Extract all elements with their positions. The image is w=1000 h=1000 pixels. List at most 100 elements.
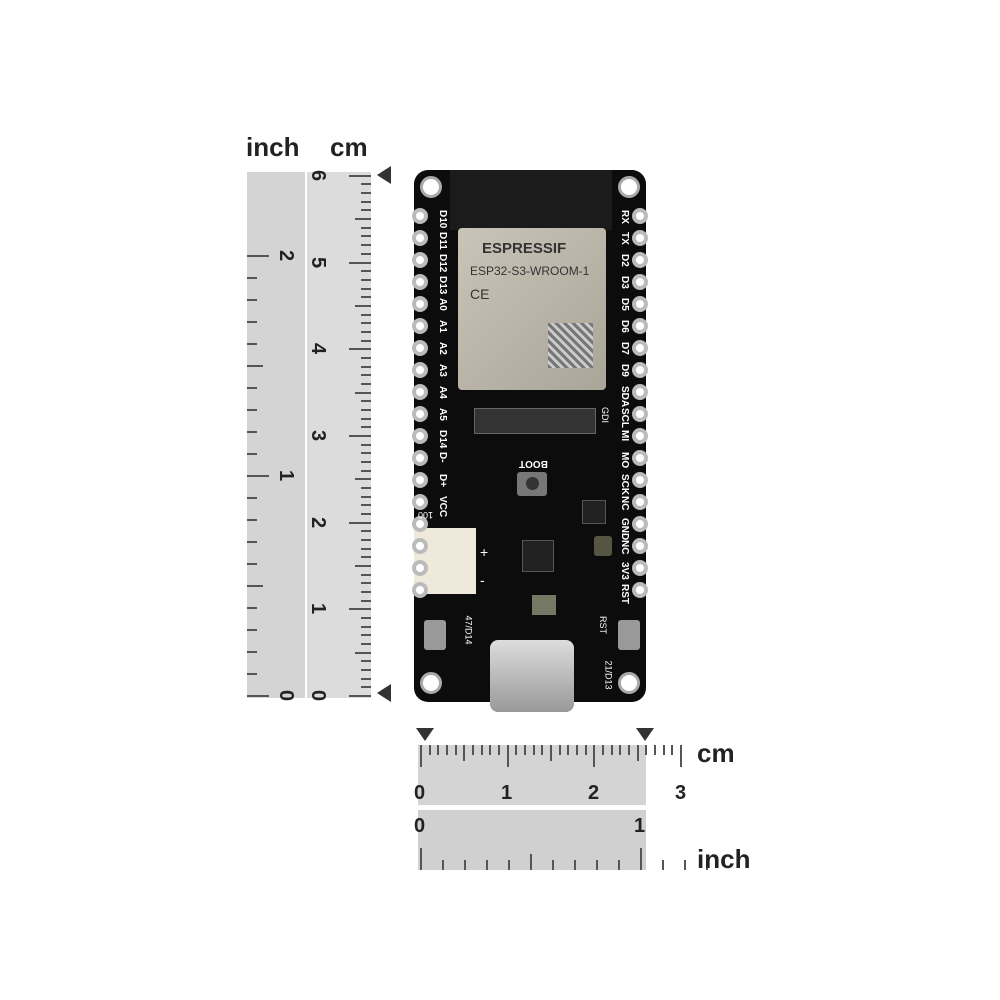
pin-hole [412, 296, 428, 312]
ruler-tick [506, 745, 509, 767]
pin-hole [412, 230, 428, 246]
ruler-tick [361, 382, 371, 385]
ruler-tick [361, 642, 371, 645]
ruler-tick [361, 426, 371, 429]
module-brand: ESPRESSIF [482, 240, 567, 257]
pin-hole [412, 406, 428, 422]
ruler-tick [640, 848, 642, 870]
pin-hole [632, 472, 648, 488]
ruler-tick [662, 860, 664, 870]
pin-hole [632, 362, 648, 378]
pin-hole [632, 450, 648, 466]
ruler-tick [361, 209, 371, 212]
pin-label: D11 [437, 232, 448, 250]
triangle-marker-icon [416, 728, 434, 741]
ruler-tick [574, 860, 576, 870]
wifi-module: ESPRESSIF ESP32-S3-WROOM-1 CE [458, 228, 606, 390]
mounting-hole [420, 176, 442, 198]
module-model: ESP32-S3-WROOM-1 [470, 264, 590, 278]
ruler-tick [361, 469, 371, 472]
ruler-tick [489, 745, 492, 755]
ruler-tick [361, 339, 371, 342]
pin-label: A0 [437, 298, 448, 311]
ruler-tick [361, 192, 371, 195]
ruler-tick [247, 387, 257, 389]
pin-label: A2 [437, 342, 448, 355]
ruler-tick [361, 235, 371, 238]
pin-label: D12 [437, 254, 448, 273]
ruler-tick [361, 660, 371, 663]
ruler-tick [361, 486, 371, 489]
cm-tick-label: 4 [307, 343, 330, 355]
ruler-tick [361, 495, 371, 498]
pin-hole [412, 516, 428, 532]
ruler-tick [361, 313, 371, 316]
ruler-tick [437, 745, 440, 755]
ruler-tick [247, 519, 257, 521]
pin-hole [412, 274, 428, 290]
ruler-tick [247, 585, 263, 587]
ruler-tick [361, 573, 371, 576]
ce-mark: CE [470, 286, 490, 302]
pin-hole [632, 516, 648, 532]
ruler-tick [361, 270, 371, 273]
gdi-label: GDI [600, 406, 611, 424]
ruler-tick [361, 460, 371, 463]
ruler-tick [247, 541, 257, 543]
pin-hole [632, 384, 648, 400]
ruler-tick [361, 417, 371, 420]
boot-button[interactable] [517, 472, 547, 496]
ruler-tick [247, 651, 257, 653]
pin-label: D14 [437, 430, 448, 449]
pin-label: D- [437, 452, 448, 463]
ruler-tick [472, 745, 475, 755]
pin-hole [632, 252, 648, 268]
ruler-tick [584, 745, 587, 755]
ruler-tick [654, 745, 657, 755]
pin-label: NC [619, 496, 630, 511]
pin-hole [412, 318, 428, 334]
ruler-tick [552, 860, 554, 870]
pin-label: VCC [437, 496, 448, 518]
pin-hole [412, 538, 428, 554]
ruler-tick [361, 226, 371, 229]
ruler-tick [428, 745, 431, 755]
usb-c-port[interactable] [490, 640, 574, 712]
ruler-tick [480, 745, 483, 755]
ruler-tick [361, 686, 371, 689]
pin-hole [632, 428, 648, 444]
ruler-tick [355, 478, 371, 481]
pin-hole [412, 340, 428, 356]
pin-label: D2 [619, 254, 630, 267]
ruler-tick [662, 745, 665, 755]
resistor-label: 100 [418, 510, 434, 520]
pin-hole [632, 274, 648, 290]
ruler-tick [361, 556, 371, 559]
ruler-tick [247, 453, 257, 455]
ruler-tick [706, 860, 708, 870]
ruler-tick [361, 616, 371, 619]
ruler-tick [361, 538, 371, 541]
pin-hole [632, 538, 648, 554]
ruler-tick [349, 695, 371, 697]
ruler-tick [361, 374, 371, 377]
ruler-tick [361, 599, 371, 602]
cm-tick-label: 3 [675, 782, 687, 804]
ruler-tick [247, 255, 269, 257]
inch-tick-label: 0 [275, 689, 298, 702]
inch-tick-label: 1 [634, 815, 646, 837]
pin-hole [412, 450, 428, 466]
triangle-marker-icon [636, 728, 654, 741]
cm-tick-label: 3 [307, 429, 330, 441]
triangle-marker-icon [377, 684, 391, 702]
side-button[interactable] [424, 620, 446, 650]
ruler-tick [636, 745, 639, 761]
reset-button[interactable] [618, 620, 640, 650]
inch-tick-label: 1 [275, 469, 298, 482]
cm-tick-label: 0 [307, 689, 330, 702]
ruler-tick [361, 512, 371, 515]
ruler-tick [361, 547, 371, 550]
cm-unit-label: cm [330, 132, 368, 162]
sensor [594, 536, 612, 556]
ruler-tick [576, 745, 579, 755]
